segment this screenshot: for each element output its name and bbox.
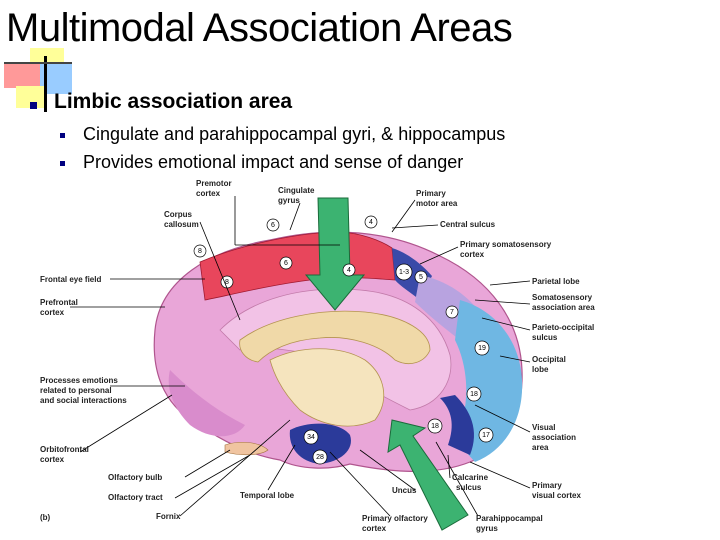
label-prefrontal-1: Prefrontal: [40, 298, 78, 307]
area-marker-4b: 4: [342, 263, 356, 277]
leader-lines: [70, 196, 531, 517]
label-cingulate-2: gyrus: [278, 196, 300, 205]
sub-bullet-2: Provides emotional impact and sense of d…: [83, 152, 464, 172]
label-orbitofrontal-2: cortex: [40, 455, 65, 464]
svg-text:18: 18: [431, 423, 439, 430]
label-primary-motor-2: motor area: [416, 199, 458, 208]
label-calcarine-2: sulcus: [456, 483, 482, 492]
label-orbitofrontal-1: Orbitofrontal: [40, 445, 89, 454]
area-marker-8a: 8: [193, 244, 207, 258]
label-olfactory-tract: Olfactory tract: [108, 493, 163, 502]
label-central-sulcus: Central sulcus: [440, 220, 496, 229]
brain-diagram: 6 4 8 6 4 1-3 5 8 7 19 18 18 17 34 28: [40, 179, 595, 533]
label-primary-visual-1: Primary: [532, 481, 562, 490]
label-somatosensory-assoc-1: Somatosensory: [532, 293, 593, 302]
area-marker-7: 7: [445, 305, 459, 319]
label-cingulate-1: Cingulate: [278, 186, 315, 195]
label-primary-somatosensory-1: Primary somatosensory: [460, 240, 552, 249]
bullet-limbic: Limbic association area: [54, 90, 293, 113]
label-visual-assoc-3: area: [532, 443, 549, 452]
svg-text:8: 8: [198, 248, 202, 255]
sub-bullet-1: Cingulate and parahippocampal gyri, & hi…: [83, 124, 506, 144]
area-marker-1-3: 1-3: [395, 263, 413, 281]
bullet-marker: [30, 102, 37, 109]
label-uncus: Uncus: [392, 486, 417, 495]
svg-text:6: 6: [284, 260, 288, 267]
label-premotor-2: cortex: [196, 189, 221, 198]
svg-text:34: 34: [307, 434, 315, 441]
area-marker-34: 34: [303, 429, 319, 445]
label-premotor-1: Premotor: [196, 179, 232, 188]
label-primary-somatosensory-2: cortex: [460, 250, 485, 259]
sub-bullet-marker: [60, 161, 65, 166]
area-marker-28: 28: [312, 449, 328, 465]
sub-bullet-marker: [60, 133, 65, 138]
label-somatosensory-assoc-2: association area: [532, 303, 595, 312]
label-fornix: Fornix: [156, 512, 181, 521]
label-occipital-lobe-2: lobe: [532, 365, 549, 374]
svg-text:28: 28: [316, 454, 324, 461]
svg-text:17: 17: [482, 432, 490, 439]
area-marker-4a: 4: [364, 215, 378, 229]
label-processes-emotions-1: Processes emotions: [40, 376, 118, 385]
area-marker-6b: 6: [279, 256, 293, 270]
svg-text:18: 18: [470, 391, 478, 398]
label-corpus-callosum-1: Corpus: [164, 210, 193, 219]
area-marker-19: 19: [474, 340, 490, 356]
area-marker-17: 17: [478, 427, 494, 443]
label-frontal-eye-field: Frontal eye field: [40, 275, 101, 284]
label-parieto-occipital-1: Parieto-occipital: [532, 323, 594, 332]
label-visual-assoc-2: association: [532, 433, 576, 442]
label-corpus-callosum-2: callosum: [164, 220, 199, 229]
area-marker-5: 5: [414, 270, 428, 284]
svg-text:19: 19: [478, 345, 486, 352]
label-parietal-lobe: Parietal lobe: [532, 277, 580, 286]
label-processes-emotions-2: related to personal: [40, 386, 112, 395]
label-primary-olfactory-2: cortex: [362, 524, 387, 533]
label-parahippocampal-1: Parahippocampal: [476, 514, 543, 523]
area-marker-18a: 18: [466, 386, 482, 402]
svg-text:1-3: 1-3: [399, 269, 409, 276]
decor-square-yellow-2: [16, 86, 46, 108]
svg-text:4: 4: [369, 219, 373, 226]
slide-title: Multimodal Association Areas: [6, 6, 513, 50]
label-processes-emotions-3: and social interactions: [40, 396, 127, 405]
svg-text:4: 4: [347, 267, 351, 274]
decor-horizontal-line: [4, 62, 72, 64]
svg-text:7: 7: [450, 309, 454, 316]
decor-square-red: [4, 64, 40, 88]
area-marker-18b: 18: [427, 418, 443, 434]
decor-vertical-line: [44, 56, 47, 112]
area-marker-6a: 6: [266, 218, 280, 232]
figure-labels: Premotor cortex Cingulate gyrus Primary …: [40, 179, 595, 533]
svg-text:6: 6: [271, 222, 275, 229]
label-primary-visual-2: visual cortex: [532, 491, 581, 500]
label-occipital-lobe-1: Occipital: [532, 355, 566, 364]
label-panel-b: (b): [40, 513, 51, 522]
label-parahippocampal-2: gyrus: [476, 524, 498, 533]
label-primary-olfactory-1: Primary olfactory: [362, 514, 428, 523]
label-olfactory-bulb: Olfactory bulb: [108, 473, 162, 482]
label-calcarine-1: Calcarine: [452, 473, 489, 482]
area-number-markers: 6 4 8 6 4 1-3 5 8 7 19 18 18 17 34 28: [193, 215, 494, 465]
label-prefrontal-2: cortex: [40, 308, 65, 317]
label-primary-motor-1: Primary: [416, 189, 446, 198]
svg-text:8: 8: [225, 279, 229, 286]
label-parieto-occipital-2: sulcus: [532, 333, 558, 342]
label-temporal-lobe: Temporal lobe: [240, 491, 295, 500]
label-visual-assoc-1: Visual: [532, 423, 555, 432]
svg-text:5: 5: [419, 274, 423, 281]
